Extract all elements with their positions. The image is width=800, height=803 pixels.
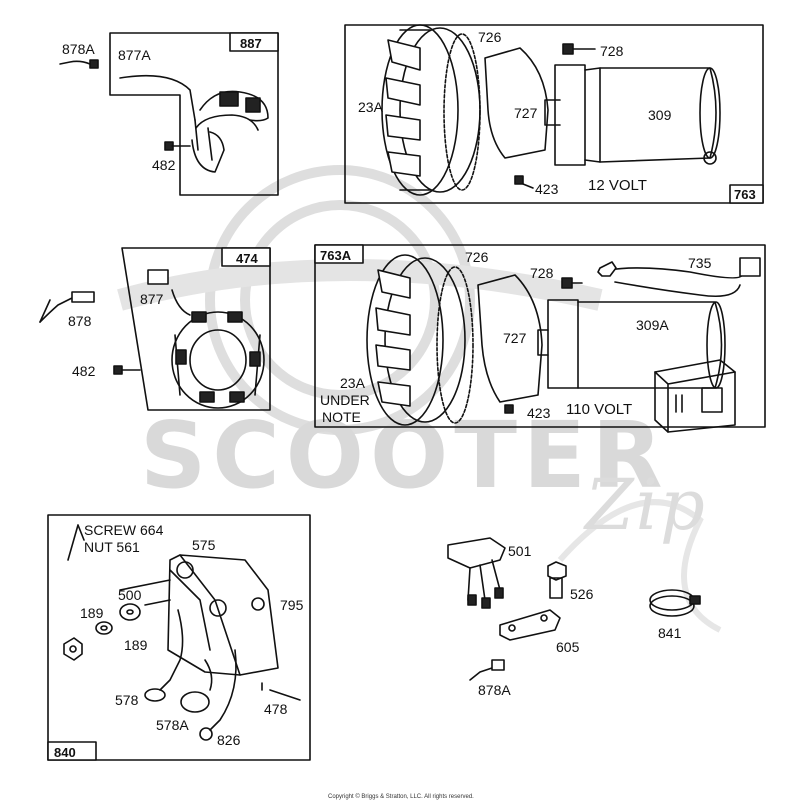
screw-423-top xyxy=(514,175,534,189)
part-label-795: 795 xyxy=(280,597,304,613)
screw-482-top xyxy=(164,141,191,151)
box-label-887: 887 xyxy=(240,36,262,51)
screw-728A xyxy=(561,277,583,289)
part-label-423-top: 423 xyxy=(535,181,559,197)
box-label-474: 474 xyxy=(236,251,258,266)
flywheel-763 xyxy=(381,24,481,196)
box-label-763A: 763A xyxy=(320,248,352,263)
part-label-605: 605 xyxy=(556,639,580,655)
flywheel-763A xyxy=(366,254,466,426)
group-474-frame xyxy=(121,247,271,411)
flat-washer-189 xyxy=(119,603,141,621)
part-label-735: 735 xyxy=(688,255,712,271)
group-887-frame xyxy=(109,32,279,196)
part-label-877: 877 xyxy=(140,291,164,307)
ignition-armature-877A xyxy=(119,74,269,173)
group-840-frame xyxy=(47,514,311,761)
cord-735 xyxy=(597,257,761,298)
part-label-482-top: 482 xyxy=(152,157,176,173)
screw-423-mid xyxy=(504,404,514,414)
part-label-878A-top: 878A xyxy=(62,41,95,57)
part-label-878A-bottom: 878A xyxy=(478,682,511,698)
part-label-note: NOTE xyxy=(322,409,361,425)
part-label-727A: 727 xyxy=(503,330,527,346)
part-label-841: 841 xyxy=(658,625,682,641)
screw-728 xyxy=(562,43,596,55)
part-label-727: 727 xyxy=(514,105,538,121)
starter-motor-309A xyxy=(537,299,726,389)
part-label-423-mid: 423 xyxy=(527,405,551,421)
starter-motor-309 xyxy=(544,64,721,166)
hose-clamp-841 xyxy=(649,589,701,617)
switch-box-110v xyxy=(654,359,736,433)
voltage-label-110v: 110 VOLT xyxy=(566,401,633,418)
part-label-23A-lower: 23A xyxy=(340,375,365,391)
part-label-482-mid: 482 xyxy=(72,363,96,379)
part-label-526: 526 xyxy=(570,586,594,602)
part-label-726: 726 xyxy=(478,29,502,45)
box-label-840: 840 xyxy=(54,745,76,760)
ring-gear-763A xyxy=(436,266,474,424)
part-label-189-b: 189 xyxy=(124,637,148,653)
part-label-501: 501 xyxy=(508,543,532,559)
bracket-lines-840 xyxy=(67,524,301,701)
part-label-309A: 309A xyxy=(636,317,669,333)
wire-878A-bottom xyxy=(469,659,505,681)
wire-878 xyxy=(39,291,95,323)
part-label-578A: 578A xyxy=(156,717,189,733)
solenoid-assembly xyxy=(144,554,279,741)
part-label-575: 575 xyxy=(192,537,216,553)
copyright-notice: Copyright © Briggs & Stratton, LLC. All … xyxy=(328,794,474,800)
voltage-label-12v: 12 VOLT xyxy=(588,177,647,194)
lock-washer-189 xyxy=(95,621,113,635)
screw-482-mid xyxy=(113,365,141,375)
part-label-309: 309 xyxy=(648,107,672,123)
box-label-763: 763 xyxy=(734,187,756,202)
part-label-478: 478 xyxy=(264,701,288,717)
part-label-23A: 23A xyxy=(358,99,383,115)
part-label-578: 578 xyxy=(115,692,139,708)
part-label-726A: 726 xyxy=(465,249,489,265)
group-763-frame xyxy=(344,24,764,204)
watermark-script: Zip xyxy=(585,464,707,546)
part-label-826: 826 xyxy=(217,732,241,748)
bolt-526 xyxy=(547,561,567,599)
part-label-728A: 728 xyxy=(530,265,554,281)
group-763A-frame xyxy=(314,244,766,428)
part-label-nut-561: NUT 561 xyxy=(84,539,140,555)
starter-bracket-727 xyxy=(484,47,549,159)
part-label-878: 878 xyxy=(68,313,92,329)
alternator-877 xyxy=(147,269,265,409)
part-label-screw-664: SCREW 664 xyxy=(84,522,164,538)
wire-878A-top xyxy=(59,59,99,69)
part-label-under: UNDER xyxy=(320,392,370,408)
hex-nut-small xyxy=(63,637,83,661)
part-label-189-a: 189 xyxy=(80,605,104,621)
part-label-877A: 877A xyxy=(118,47,151,63)
part-label-728: 728 xyxy=(600,43,624,59)
starter-bracket-727A xyxy=(477,274,543,403)
clip-605 xyxy=(499,609,561,641)
ring-gear-763 xyxy=(443,33,481,191)
rectifier-501 xyxy=(447,537,506,609)
part-label-500: 500 xyxy=(118,587,142,603)
